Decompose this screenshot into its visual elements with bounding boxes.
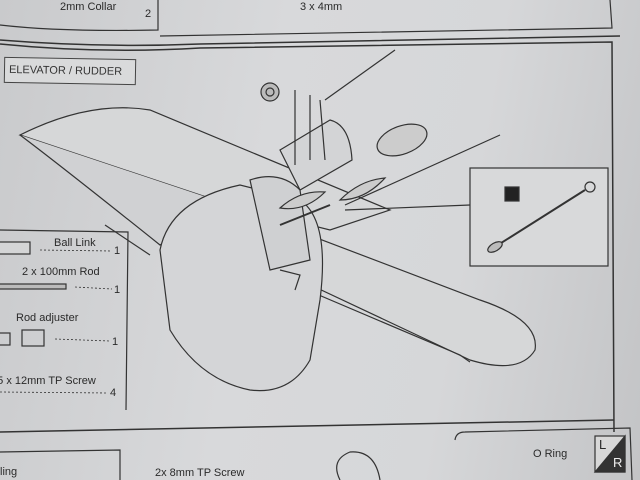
parts-box — [0, 229, 129, 411]
o-ring-label: O Ring — [533, 448, 568, 460]
collar-label: 2mm Collar — [60, 1, 117, 13]
part-qty: 4 — [110, 387, 117, 399]
bottom-screw-label: 2x 8mm TP Screw — [155, 467, 245, 479]
screw-label-top: 3 x 4mm — [300, 1, 343, 13]
bottom-partial-label: ling — [0, 466, 18, 478]
part-qty: 1 — [114, 284, 121, 296]
part-label: 2.5 x 12mm TP Screw — [0, 375, 96, 387]
detail-badge — [504, 186, 520, 202]
top-right-panel-border — [159, 0, 613, 37]
lr-badge-right: R — [613, 455, 623, 470]
part-label: Rod adjuster — [16, 312, 79, 324]
part-qty: 1 — [114, 245, 121, 257]
part-label: 2 x 100mm Rod — [22, 266, 100, 278]
part-label: Ball Link — [54, 237, 96, 249]
collar-qty: 2 — [145, 8, 152, 20]
lr-badge-left: L — [599, 437, 607, 452]
section-border — [0, 41, 615, 433]
top-left-panel-border — [0, 0, 159, 32]
section-title: ELEVATOR / RUDDER — [3, 56, 137, 86]
part-qty: 1 — [112, 336, 119, 348]
